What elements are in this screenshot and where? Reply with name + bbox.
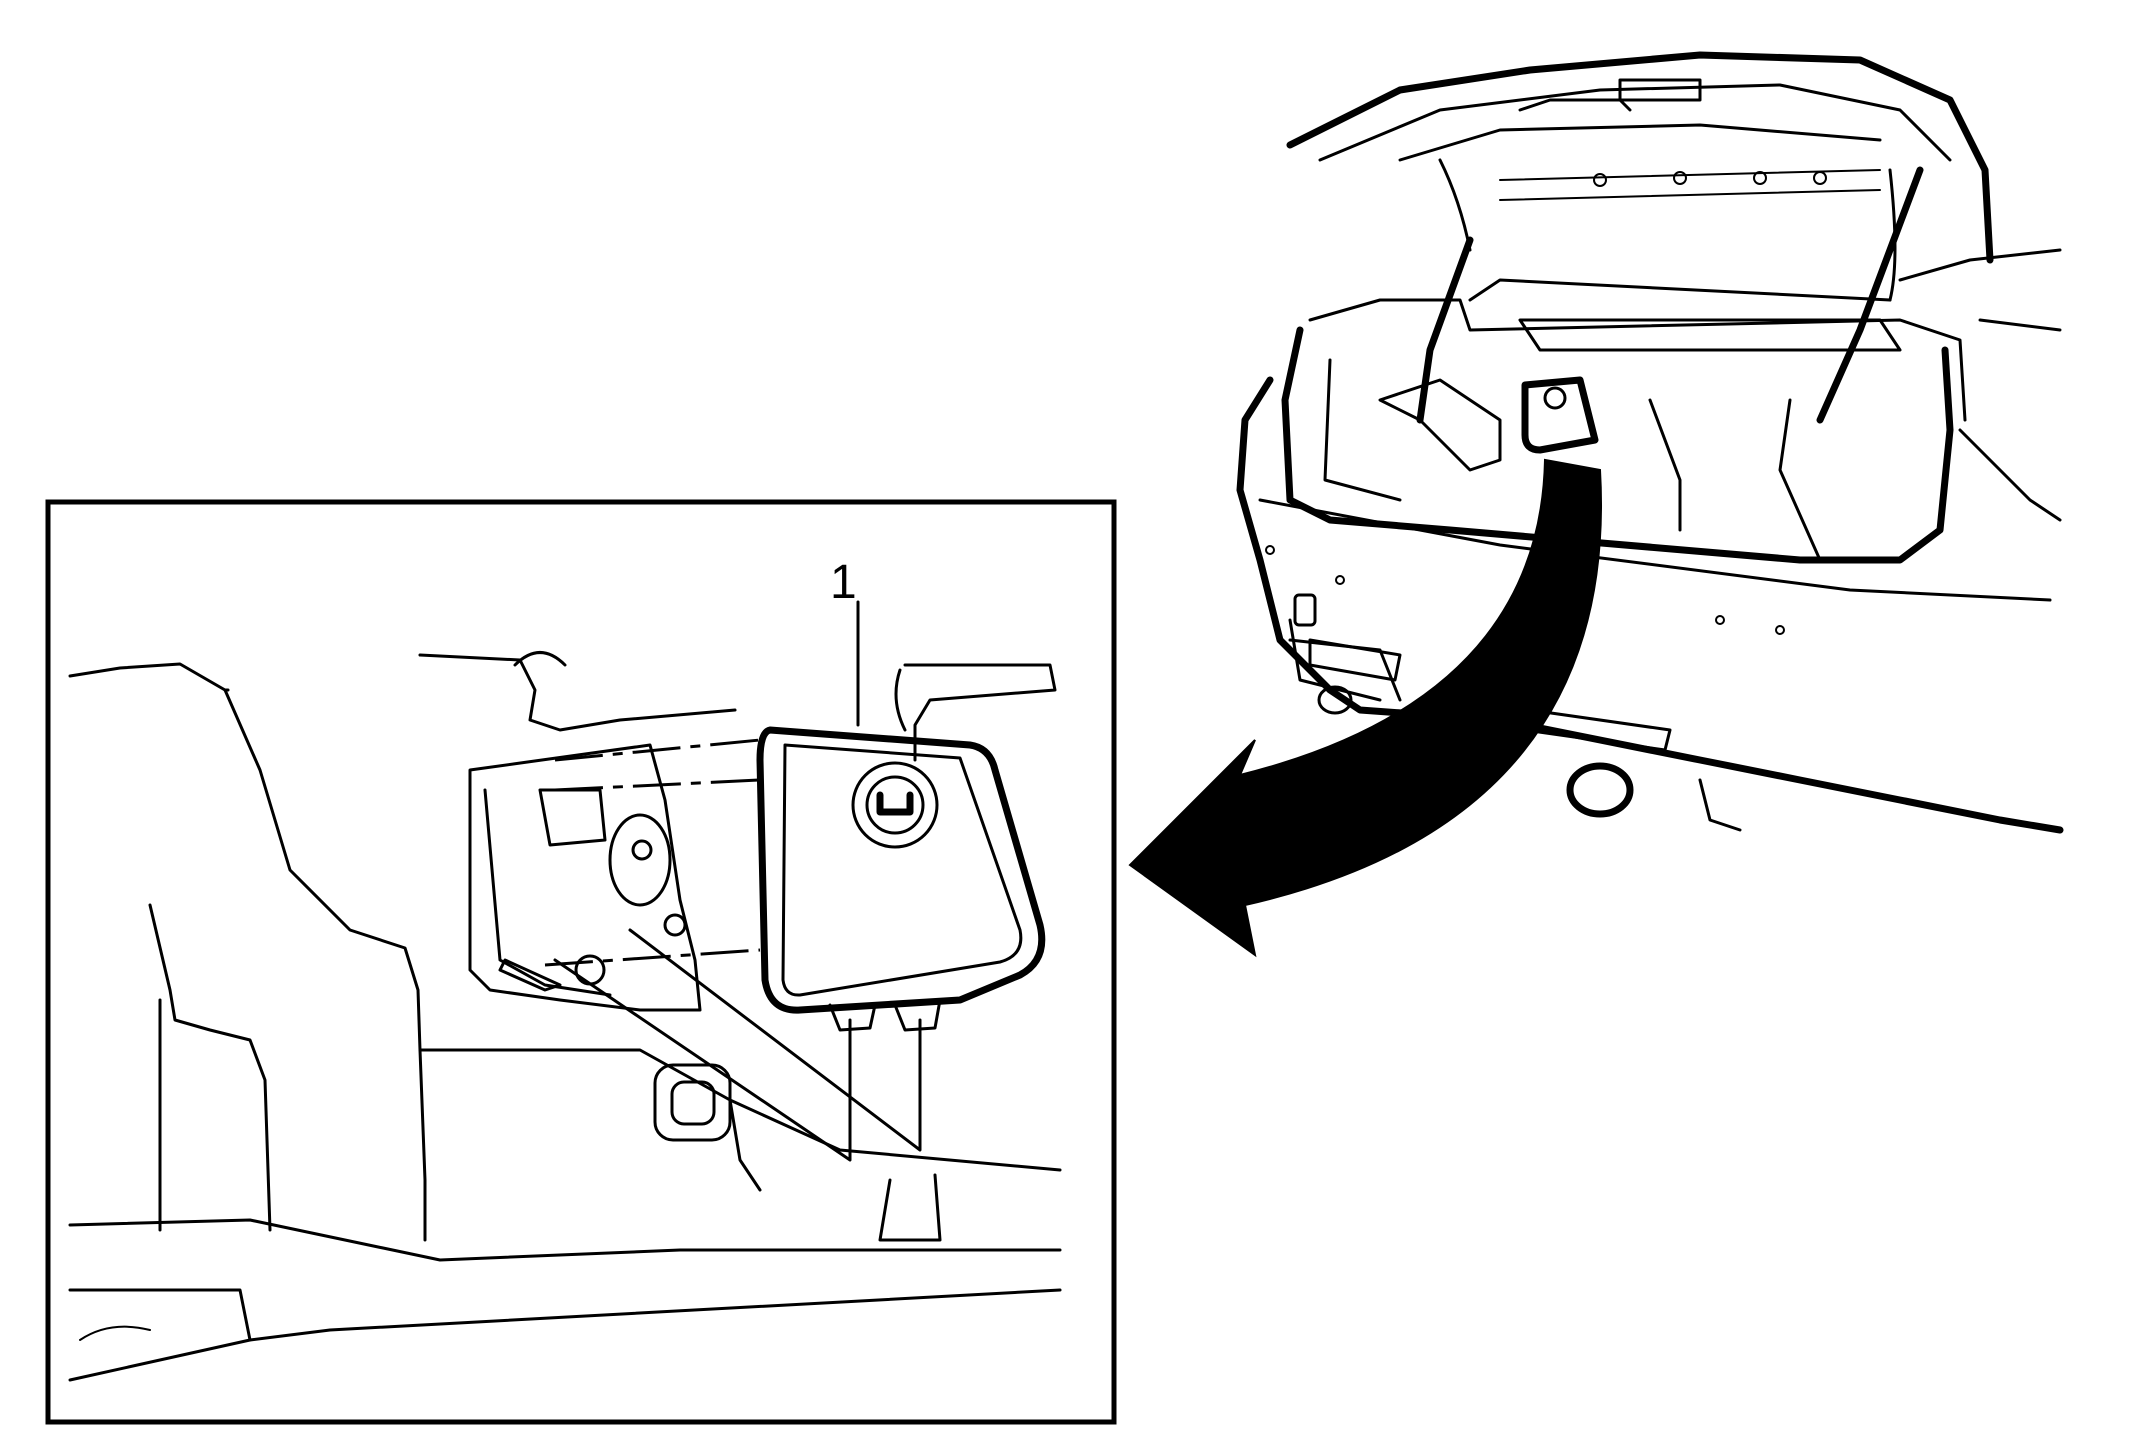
access-cover bbox=[756, 726, 1046, 1032]
direction-arrow bbox=[1128, 458, 1602, 958]
callout-1-label: 1 bbox=[830, 556, 857, 609]
trunk-interior-detail bbox=[68, 651, 1062, 1382]
vehicle-rear-view bbox=[1236, 51, 2064, 834]
